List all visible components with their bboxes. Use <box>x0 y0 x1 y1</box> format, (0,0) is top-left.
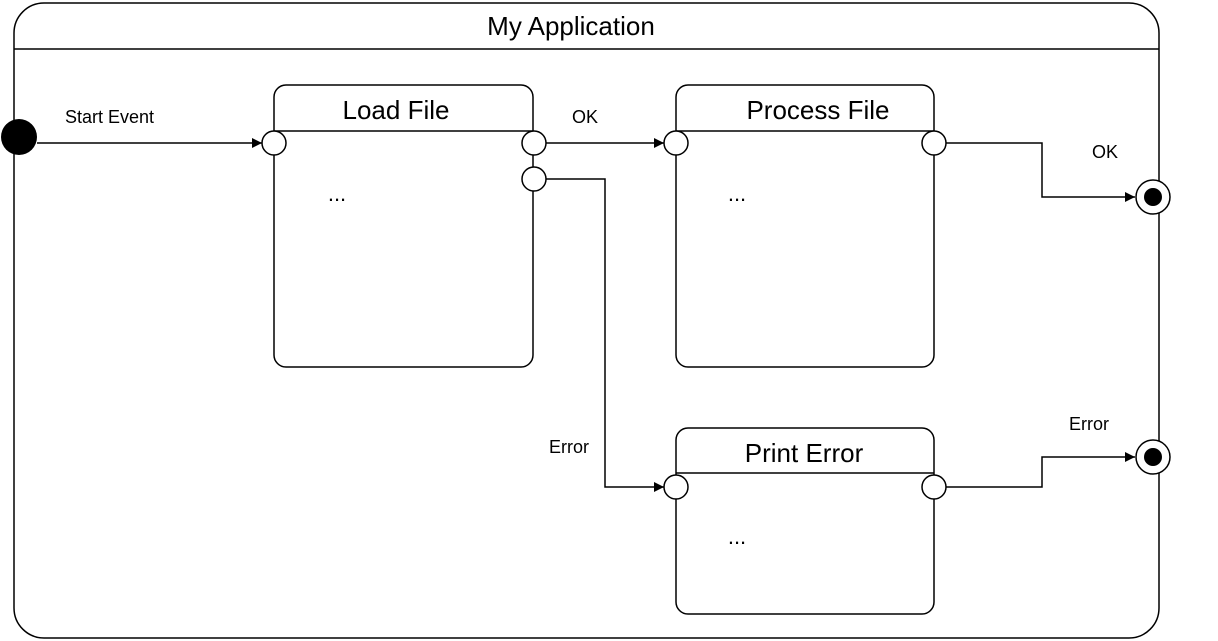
initial-state <box>1 119 37 155</box>
transition-process-ok <box>946 142 1135 202</box>
transition-load-error <box>546 178 664 492</box>
print-error-entry-port <box>663 474 689 500</box>
state-load-file-body: ... <box>328 181 346 206</box>
final-state-ok <box>1135 179 1171 215</box>
load-file-entry-port <box>261 130 287 156</box>
application-frame: My Application <box>13 2 1160 639</box>
transition-print-error <box>946 452 1135 488</box>
application-title: My Application <box>487 11 655 41</box>
state-print-error-body: ... <box>728 524 746 549</box>
state-process-file-title: Process File <box>746 95 889 125</box>
state-process-file: Process File ... <box>675 84 935 368</box>
state-load-file-title: Load File <box>343 95 450 125</box>
state-print-error-title: Print Error <box>745 438 864 468</box>
transition-process-ok-label: OK <box>1092 142 1118 162</box>
final-state-error <box>1135 439 1171 475</box>
state-process-file-body: ... <box>728 181 746 206</box>
state-load-file: Load File ... <box>273 84 534 368</box>
transition-load-ok-label: OK <box>572 107 598 127</box>
print-error-exit-port <box>921 474 947 500</box>
load-file-ok-port <box>521 130 547 156</box>
transition-start-event-label: Start Event <box>65 107 154 127</box>
transition-load-error-label: Error <box>549 437 589 457</box>
process-file-exit-port <box>921 130 947 156</box>
process-file-entry-port <box>663 130 689 156</box>
state-print-error: Print Error ... <box>675 427 935 615</box>
transition-print-error-label: Error <box>1069 414 1109 434</box>
load-file-error-port <box>521 166 547 192</box>
